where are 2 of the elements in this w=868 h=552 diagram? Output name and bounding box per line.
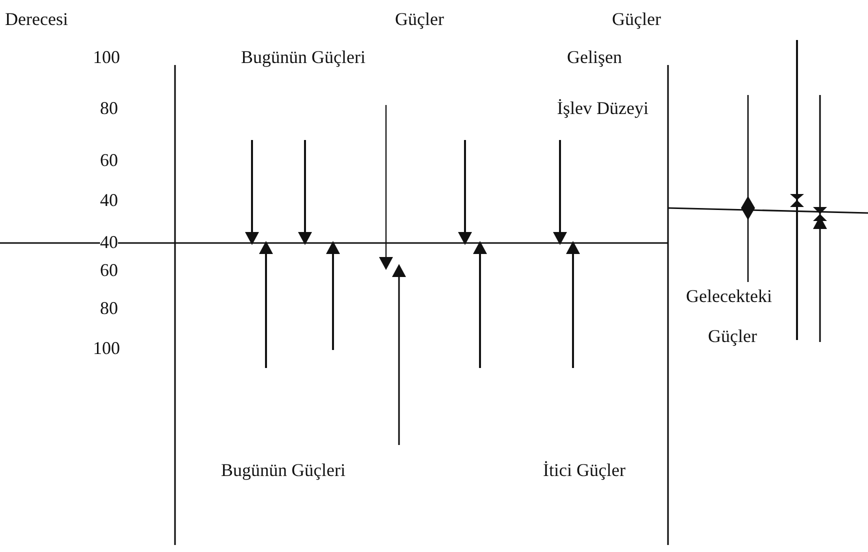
force-label: İtici Güçler (543, 460, 626, 480)
column-heading: İşlev Düzeyi (557, 98, 648, 118)
